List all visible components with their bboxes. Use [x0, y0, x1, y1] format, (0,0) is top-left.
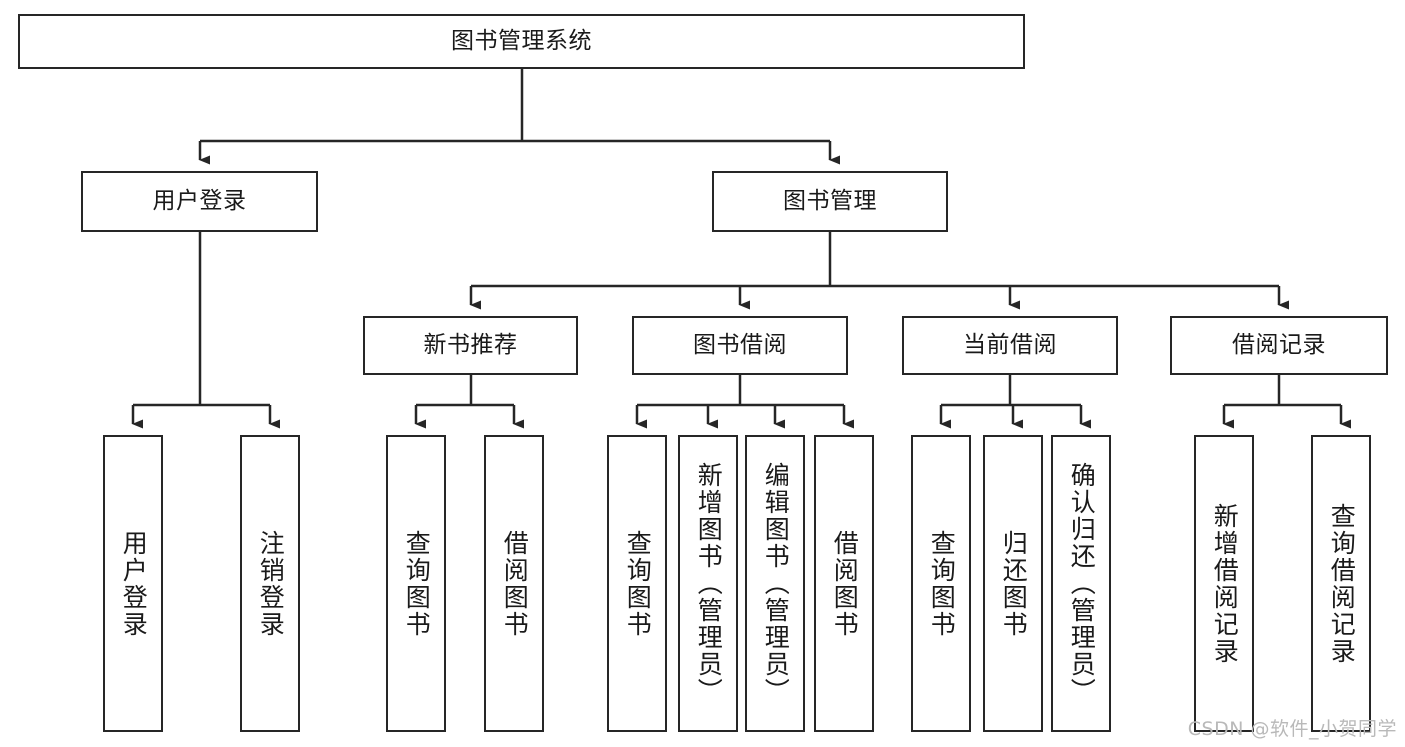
node-leaf-query-record[interactable]: 查询借阅记录: [1311, 435, 1371, 732]
node-book-manage[interactable]: 图书管理: [712, 171, 948, 232]
node-label: 查询图书: [402, 529, 432, 638]
node-root[interactable]: 图书管理系统: [18, 14, 1025, 69]
node-label: 编辑图书（管理员）: [761, 462, 791, 705]
node-book-borrow[interactable]: 图书借阅: [632, 316, 848, 375]
node-label: 借阅图书: [500, 529, 530, 638]
node-leaf-add-record[interactable]: 新增借阅记录: [1194, 435, 1254, 732]
node-label: 图书借阅: [693, 331, 787, 358]
node-label: 当前借阅: [963, 331, 1057, 358]
node-label: 用户登录: [119, 529, 149, 638]
node-label: 查询图书: [623, 529, 653, 638]
node-new-book-rec[interactable]: 新书推荐: [363, 316, 578, 375]
node-leaf-borrow-book-1[interactable]: 借阅图书: [484, 435, 544, 732]
node-user-login[interactable]: 用户登录: [81, 171, 318, 232]
node-label: 归还图书: [999, 529, 1029, 638]
node-label: 注销登录: [256, 529, 286, 638]
node-leaf-query-book-2[interactable]: 查询图书: [607, 435, 667, 732]
node-leaf-return-book[interactable]: 归还图书: [983, 435, 1043, 732]
node-label: 用户登录: [152, 187, 247, 214]
node-leaf-add-book[interactable]: 新增图书（管理员）: [678, 435, 738, 732]
node-current-borrow[interactable]: 当前借阅: [902, 316, 1118, 375]
node-leaf-logout[interactable]: 注销登录: [240, 435, 300, 732]
node-borrow-record[interactable]: 借阅记录: [1170, 316, 1388, 375]
node-label: 新增图书（管理员）: [694, 462, 724, 705]
node-label: 查询借阅记录: [1327, 502, 1357, 665]
node-leaf-user-login[interactable]: 用户登录: [103, 435, 163, 732]
node-label: 新增借阅记录: [1210, 502, 1240, 665]
node-leaf-borrow-book-2[interactable]: 借阅图书: [814, 435, 874, 732]
node-label: 新书推荐: [423, 331, 518, 358]
node-leaf-query-book-1[interactable]: 查询图书: [386, 435, 446, 732]
node-label: 借阅图书: [830, 529, 860, 638]
node-leaf-query-book-3[interactable]: 查询图书: [911, 435, 971, 732]
node-leaf-confirm-return[interactable]: 确认归还（管理员）: [1051, 435, 1111, 732]
node-label: 图书管理系统: [451, 27, 592, 54]
watermark: CSDN @软件_小贺同学: [1187, 718, 1397, 740]
node-label: 图书管理: [783, 187, 877, 214]
node-label: 查询图书: [927, 529, 957, 638]
node-label: 确认归还（管理员）: [1067, 462, 1097, 705]
node-leaf-edit-book[interactable]: 编辑图书（管理员）: [745, 435, 805, 732]
node-label: 借阅记录: [1232, 331, 1326, 358]
